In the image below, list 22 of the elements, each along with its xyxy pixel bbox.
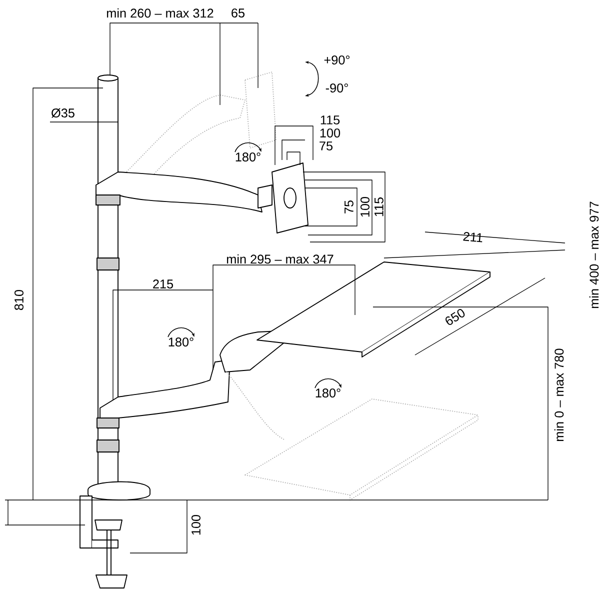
- dimension-label: 100: [320, 128, 340, 138]
- dimension-label: 75: [344, 200, 354, 214]
- dimension-label: 650: [446, 308, 465, 325]
- dimension-label: min 260 – max 312: [106, 8, 214, 18]
- dimension-label: -90°: [326, 84, 348, 92]
- dimension-label: 810: [14, 290, 24, 310]
- dimension-label: 115: [320, 116, 340, 124]
- dimension-label: 65: [232, 8, 245, 18]
- dimension-label: min 295 – max 347: [226, 254, 334, 264]
- dimension-label: 100: [360, 196, 370, 217]
- dimension-label: 211: [463, 232, 482, 242]
- dimension-label: 180°: [316, 388, 340, 398]
- dimension-label: 75: [320, 142, 333, 150]
- dimension-label: 180°: [236, 152, 260, 162]
- dimension-label: +90°: [324, 56, 350, 64]
- dimension-label: 180°: [168, 338, 194, 346]
- dimension-label: 100: [192, 514, 200, 535]
- dimension-label: min 400 – max 977: [589, 202, 599, 308]
- dimension-label: 115: [374, 197, 384, 216]
- dimension-label: Ø35: [51, 108, 74, 118]
- dimension-label: 215: [153, 280, 174, 288]
- dimension-label: min 0 – max 780: [554, 348, 564, 441]
